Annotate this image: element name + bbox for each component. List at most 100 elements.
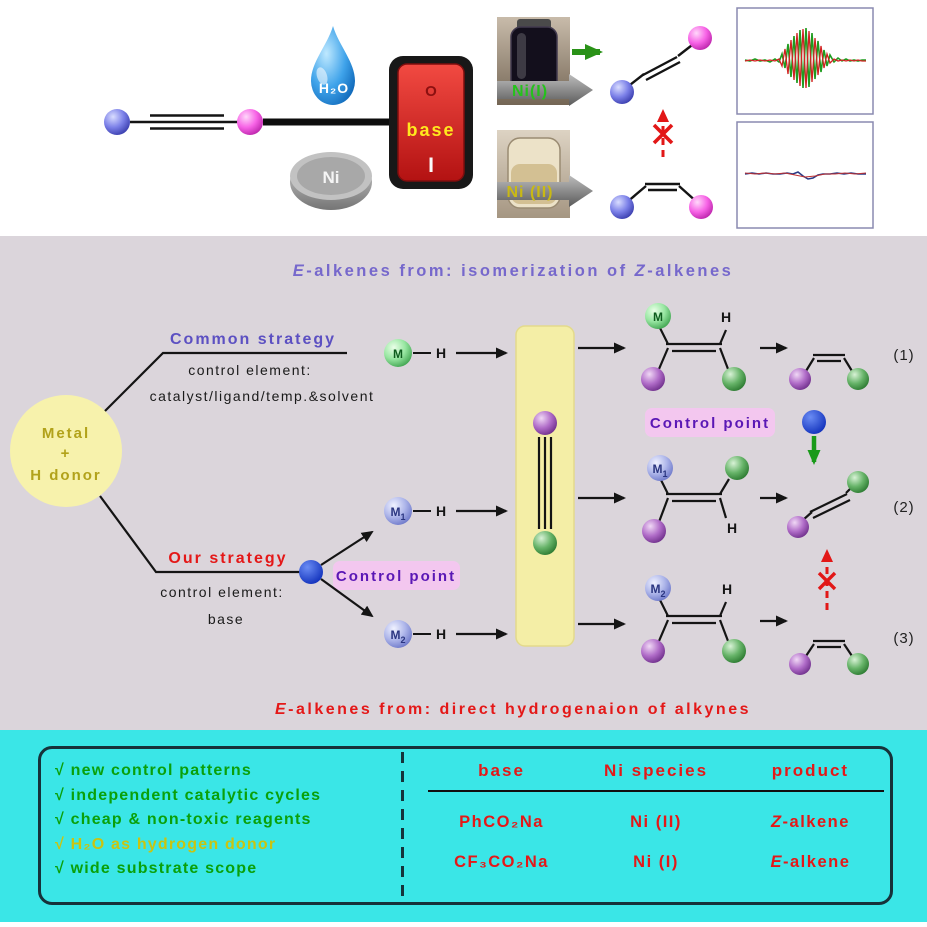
reactant-alkyne bbox=[104, 109, 393, 135]
m1-h-species: M1 H bbox=[384, 497, 446, 525]
plus-line: + bbox=[61, 445, 72, 462]
vial-ni2: Ni (II) bbox=[497, 130, 593, 218]
results-table: base Ni species product PhCO₂Na Ni (II) … bbox=[404, 749, 890, 902]
checklist-item: √ cheap & non-toxic reagents bbox=[55, 811, 312, 828]
our-strategy-title: Our strategy bbox=[168, 550, 287, 567]
summary-panel: √ new control patterns √ independent cat… bbox=[0, 730, 927, 922]
vial-ni2-label: Ni (II) bbox=[507, 184, 554, 201]
h-label: H bbox=[436, 626, 446, 642]
our-branch-line bbox=[99, 495, 300, 574]
ni-disk: Ni bbox=[290, 152, 372, 210]
table-row: PhCO₂Na Ni (II) Z-alkene bbox=[428, 813, 884, 832]
common-control-detail: catalyst/ligand/temp.&solvent bbox=[150, 388, 375, 404]
reaction-overview-panel: H₂O Ni O base I Ni(I) bbox=[104, 7, 874, 229]
vial-ni1-label: Ni(I) bbox=[512, 83, 548, 100]
m1-label: M1 bbox=[390, 505, 405, 522]
scheme-background bbox=[0, 236, 927, 730]
final-alkene-1 bbox=[789, 353, 869, 390]
blocked-arrow-mid bbox=[817, 549, 837, 610]
m2-h-species: M2 H bbox=[384, 620, 446, 648]
control-point-label: Control point bbox=[336, 568, 456, 585]
e-alkene-product bbox=[625, 41, 697, 89]
common-strategy-title: Common strategy bbox=[170, 331, 336, 348]
vial-ni1: Ni(I) bbox=[497, 17, 593, 106]
h-donor-line: H donor bbox=[30, 467, 102, 484]
our-control-detail: base bbox=[208, 611, 244, 627]
z-product-blue-ball bbox=[610, 195, 634, 219]
epr-spectrum-silent bbox=[736, 121, 874, 229]
m2-label: M2 bbox=[390, 628, 405, 645]
substrate-green-ball bbox=[533, 531, 557, 555]
substrate-purple-ball bbox=[533, 411, 557, 435]
m-h-species: M H bbox=[384, 339, 446, 367]
blue-ball bbox=[104, 109, 130, 135]
col-header-product: product bbox=[771, 761, 850, 780]
switch-label: base bbox=[406, 120, 455, 140]
branch-arrow-down bbox=[320, 578, 374, 618]
table-row: CF₃CO₂Na Ni (I) E-alkene bbox=[428, 853, 884, 872]
control-point-label: Control point bbox=[650, 415, 770, 432]
strategy-scheme-panel: E-alkenes from: isomerization of Z-alken… bbox=[0, 236, 927, 730]
m-label: M bbox=[653, 310, 663, 324]
cell-species: Ni (I) bbox=[633, 853, 679, 871]
isomerization-subtitle: E-alkenes from: isomerization of Z-alken… bbox=[293, 262, 734, 280]
hydrogenation-subtitle: E-alkenes from: direct hydrogenaion of a… bbox=[275, 701, 751, 718]
cell-product: E-alkene bbox=[770, 853, 851, 871]
ni1-banner-arrow bbox=[497, 74, 593, 106]
switch-off-label: O bbox=[425, 83, 437, 100]
common-branch-line bbox=[104, 351, 347, 412]
metal-h-donor-circle: Metal + H donor bbox=[10, 395, 122, 507]
dashed-divider bbox=[401, 752, 404, 899]
h-label: H bbox=[436, 503, 446, 519]
checklist: √ new control patterns √ independent cat… bbox=[55, 762, 401, 902]
water-label: H₂O bbox=[319, 80, 349, 96]
cell-product: Z-alkene bbox=[770, 813, 850, 831]
col-header-base: base bbox=[478, 761, 525, 780]
branch-arrow-up bbox=[320, 530, 374, 566]
checklist-item: √ new control patterns bbox=[55, 762, 252, 779]
product-complex-1: M H bbox=[641, 303, 746, 391]
h-label: H bbox=[722, 581, 732, 597]
control-point-2: Control point bbox=[333, 561, 460, 590]
pink-ball bbox=[237, 109, 263, 135]
water-droplet-icon: H₂O bbox=[311, 26, 355, 105]
checklist-item: √ H₂O as hydrogen donor bbox=[55, 835, 277, 853]
h-label: H bbox=[436, 345, 446, 361]
e-product-pink-ball bbox=[688, 26, 712, 50]
switch-on-label: I bbox=[428, 154, 434, 177]
control-dot bbox=[802, 410, 826, 434]
eq-number-2: (2) bbox=[893, 499, 914, 516]
final-alkene-2 bbox=[787, 471, 869, 538]
m-label: M bbox=[393, 347, 403, 361]
cell-species: Ni (II) bbox=[630, 813, 682, 831]
ni-disk-label: Ni bbox=[323, 168, 340, 187]
epr-spectrum-active bbox=[736, 7, 874, 115]
alkyne-substrate-box bbox=[515, 325, 575, 647]
checklist-item: √ independent catalytic cycles bbox=[55, 786, 322, 804]
h-label: H bbox=[721, 309, 731, 325]
m1-label: M1 bbox=[652, 462, 667, 479]
cell-base: PhCO₂Na bbox=[459, 813, 544, 831]
m2-label: M2 bbox=[650, 582, 665, 599]
common-control-element: control element: bbox=[188, 362, 312, 378]
e-product-blue-ball bbox=[610, 80, 634, 104]
table-header-row: base Ni species product bbox=[428, 761, 884, 792]
branch-control-dot bbox=[299, 560, 323, 584]
eq-number-3: (3) bbox=[893, 630, 914, 647]
checklist-item: √ wide substrate scope bbox=[55, 860, 258, 877]
z-product-pink-ball bbox=[689, 195, 713, 219]
h-label: H bbox=[727, 520, 737, 536]
product-complex-3: M2 H bbox=[641, 575, 746, 663]
product-complex-2: M1 H bbox=[642, 455, 749, 543]
summary-box: √ new control patterns √ independent cat… bbox=[38, 746, 893, 905]
cell-base: CF₃CO₂Na bbox=[454, 853, 549, 871]
metal-line: Metal bbox=[42, 425, 90, 442]
blocked-arrow bbox=[652, 109, 674, 157]
our-control-element: control element: bbox=[160, 584, 284, 600]
control-point-1: Control point bbox=[645, 408, 826, 465]
z-alkene-product bbox=[625, 182, 699, 204]
eq-number-1: (1) bbox=[893, 347, 914, 364]
ni2-banner-arrow bbox=[497, 175, 593, 207]
base-switch: O base I bbox=[389, 56, 473, 189]
